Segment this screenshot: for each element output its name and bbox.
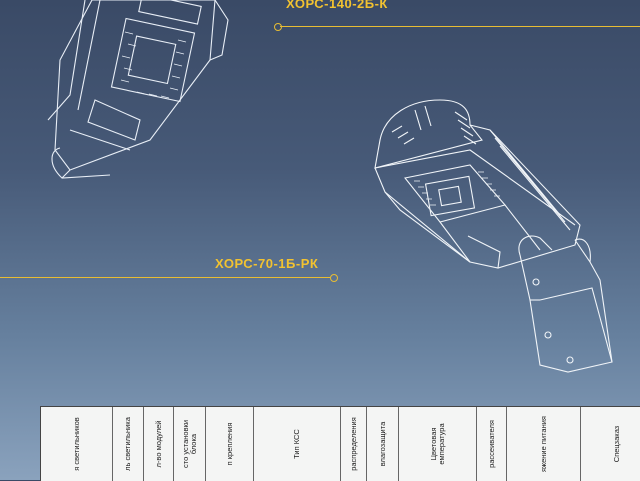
spec-col-3-label: л-во модулей [153, 420, 163, 468]
spec-col-4-label: сто установки блока [180, 419, 198, 469]
spec-col-1: я светильников [41, 407, 113, 481]
spec-col-5: п крепления [206, 407, 254, 481]
callout-dot-top [274, 23, 282, 31]
spec-col-7: распределения [341, 407, 367, 481]
callout-dot-middle [330, 274, 338, 282]
spec-col-3: л-во модулей [144, 407, 174, 481]
product-name-top: ХОРС-140-2Б-К [286, 0, 388, 11]
spec-col-10: рассеивателя [477, 407, 507, 481]
spec-col-1-label: я светильников [71, 417, 81, 471]
spec-col-2-label: ль светильника [123, 417, 132, 471]
spec-col-8-label: влагозащита [377, 421, 387, 467]
callout-line-middle [0, 277, 330, 278]
spec-table-header: я светильников ль светильника л-во модул… [40, 406, 640, 481]
callout-line-top [280, 26, 640, 27]
spec-col-8: влагозащита [367, 407, 399, 481]
spec-col-5-label: п крепления [224, 422, 234, 466]
luminaire-top-drawing [47, 0, 229, 179]
product-name-middle: ХОРС-70-1Б-РК [215, 256, 319, 271]
spec-col-9-label: Цветовая емпература [428, 423, 446, 465]
spec-col-10-label: рассеивателя [486, 420, 496, 468]
spec-col-7-label: распределения [348, 417, 358, 471]
luminaire-bottom-drawing [374, 99, 613, 373]
spec-col-12-label: Спецзаказ [611, 425, 621, 463]
spec-col-9: Цветовая емпература [399, 407, 477, 481]
spec-col-6: Тип КСС [254, 407, 341, 481]
spec-col-4: сто установки блока [174, 407, 206, 481]
spec-col-11: яжение питания [507, 407, 581, 481]
spec-col-2: ль светильника [113, 407, 144, 481]
spec-col-11-label: яжение питания [538, 415, 548, 473]
spec-col-6-label: Тип КСС [292, 429, 301, 459]
spec-col-12: Спецзаказ [581, 407, 640, 481]
